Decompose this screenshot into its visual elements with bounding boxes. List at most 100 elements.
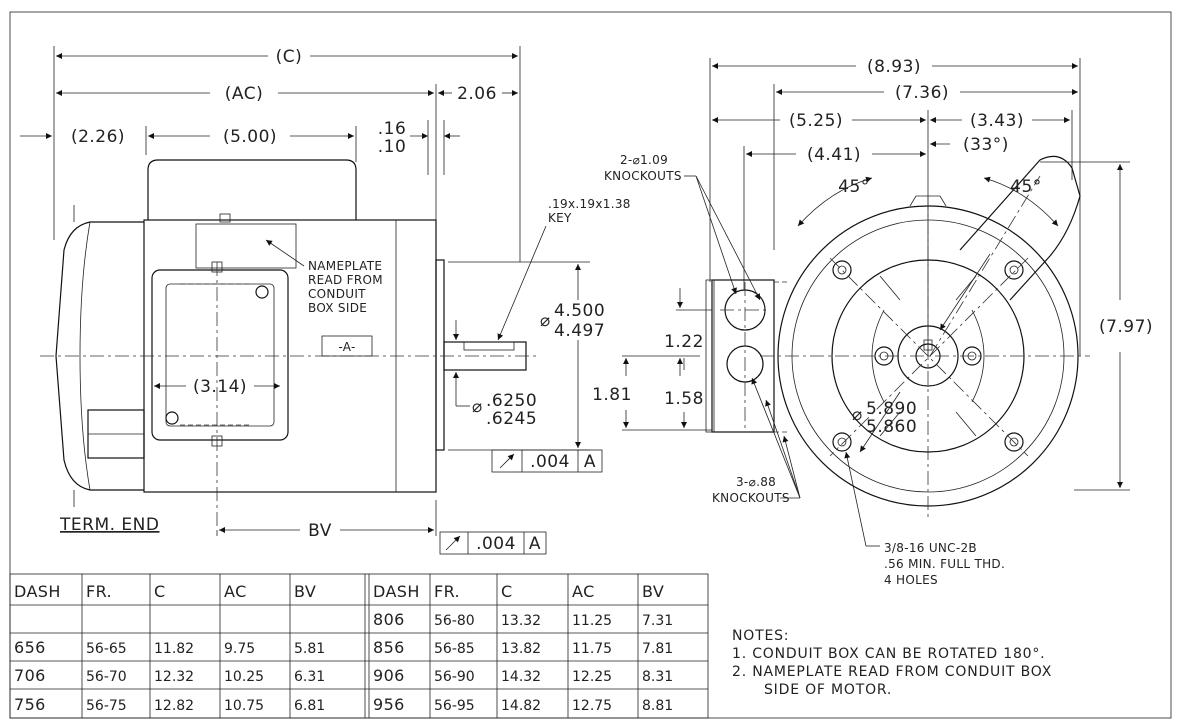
angle-45-left: 45° xyxy=(838,177,870,197)
angle-45-right: 45° xyxy=(1010,177,1042,197)
dim-10: .10 xyxy=(378,137,407,157)
table-cell: 56-70 xyxy=(86,669,127,685)
dim-bv: BV xyxy=(308,521,332,541)
fcf1-value: .004 xyxy=(530,452,570,472)
table-cell: 13.82 xyxy=(501,641,541,657)
dim-4-41: (4.41) xyxy=(807,145,861,165)
nameplate-label-1: NAMEPLATE xyxy=(308,259,382,273)
notes-title: NOTES: xyxy=(732,628,789,644)
holes-count: 4 HOLES xyxy=(884,573,938,587)
dia-0-6250: .6250 xyxy=(486,391,537,411)
dia-5-860: 5.860 xyxy=(866,417,917,437)
dim-1-58: 1.58 xyxy=(664,389,704,409)
table-header-cell: FR. xyxy=(434,582,460,601)
table-cell: 806 xyxy=(373,610,405,629)
table-cell: 11.75 xyxy=(572,641,612,657)
table-cell: 11.25 xyxy=(572,613,612,629)
key-label: KEY xyxy=(548,211,572,225)
dim-c: (C) xyxy=(276,47,303,67)
table-cell: 56-95 xyxy=(434,698,475,714)
fcf1-datum: A xyxy=(584,452,596,472)
nameplate-label-2: READ FROM xyxy=(308,273,383,287)
end-view: (8.93) (7.36) (5.25) (3.43) (4.41) (33°) xyxy=(592,57,1153,587)
holes-thread: 3/8-16 UNC-2B xyxy=(884,541,977,555)
dim-2-06: 2.06 xyxy=(457,84,497,104)
mount-holes xyxy=(832,260,1024,452)
dia-5-890: 5.890 xyxy=(866,399,917,419)
table-cell: 10.75 xyxy=(224,698,264,714)
knockouts-2-label: KNOCKOUTS xyxy=(712,491,790,505)
table-cell: 11.82 xyxy=(154,641,194,657)
table-cell: 56-65 xyxy=(86,641,127,657)
table-cell: 56-75 xyxy=(86,698,127,714)
table-cell: 9.75 xyxy=(224,641,255,657)
dia-symbol-2: ⌀ xyxy=(472,397,483,417)
datum-a: -A- xyxy=(338,340,355,354)
table-cell: 14.32 xyxy=(501,669,541,685)
dia-0-6245: .6245 xyxy=(486,409,537,429)
nameplate-label-3: CONDUIT xyxy=(308,287,366,301)
table-header-cell: DASH xyxy=(14,582,61,601)
fcf2-datum: A xyxy=(529,534,541,554)
knockouts-1-label: KNOCKOUTS xyxy=(604,169,682,183)
table-cell: 8.31 xyxy=(642,669,673,685)
knockouts-1-qty: 2-⌀1.09 xyxy=(620,153,668,167)
table-cell: 7.31 xyxy=(642,613,673,629)
side-view: (C) (AC) 2.06 (2.26) (5.00) .16 .10 xyxy=(20,46,631,555)
holes-depth: .56 MIN. FULL THD. xyxy=(884,557,1005,571)
table-cell: 706 xyxy=(14,666,46,685)
dim-16: .16 xyxy=(378,119,407,139)
note-1: 1. CONDUIT BOX CAN BE ROTATED 180°. xyxy=(732,646,1045,662)
angle-33: (33°) xyxy=(963,135,1009,155)
term-end-label: TERM. END xyxy=(59,515,159,535)
table-cell: 656 xyxy=(14,638,46,657)
table-cell: 12.75 xyxy=(572,698,612,714)
note-3: SIDE OF MOTOR. xyxy=(764,682,892,698)
dim-8-93: (8.93) xyxy=(867,57,921,77)
dim-2-26: (2.26) xyxy=(71,127,125,147)
table-cell: 12.25 xyxy=(572,669,612,685)
table-cell: 6.81 xyxy=(294,698,325,714)
table-cell: 56-85 xyxy=(434,641,475,657)
table-cell: 7.81 xyxy=(642,641,673,657)
dim-ac: (AC) xyxy=(225,84,263,104)
table-header-cell: BV xyxy=(294,582,316,601)
dim-1-81: 1.81 xyxy=(592,385,632,405)
dim-3-14: (3.14) xyxy=(193,377,247,397)
table-header-cell: BV xyxy=(642,582,664,601)
dia-4-497: 4.497 xyxy=(554,321,605,341)
nameplate-label-4: BOX SIDE xyxy=(308,301,367,315)
table-cell: 14.82 xyxy=(501,698,541,714)
notes-block: NOTES: 1. CONDUIT BOX CAN BE ROTATED 180… xyxy=(732,628,1052,698)
table-cell: 56-90 xyxy=(434,669,475,685)
table-header-cell: C xyxy=(154,582,166,601)
knockouts-2-qty: 3-⌀.88 xyxy=(736,475,776,489)
fcf2-value: .004 xyxy=(476,534,516,554)
dia-4-500: 4.500 xyxy=(554,301,605,321)
dim-3-43: (3.43) xyxy=(970,111,1024,131)
dia-symbol-1: ⌀ xyxy=(540,311,551,331)
note-2: 2. NAMEPLATE READ FROM CONDUIT BOX xyxy=(732,664,1052,680)
table-cell: 756 xyxy=(14,695,46,714)
dim-7-97: (7.97) xyxy=(1099,317,1153,337)
table-header-cell: C xyxy=(501,582,513,601)
table-cell: 12.82 xyxy=(154,698,194,714)
dim-5-25: (5.25) xyxy=(789,111,843,131)
table-cell: 906 xyxy=(373,666,405,685)
table-header-cell: FR. xyxy=(86,582,112,601)
table-header-cell: AC xyxy=(224,582,247,601)
table-header-cell: DASH xyxy=(373,582,420,601)
table-cell: 956 xyxy=(373,695,405,714)
dim-7-36: (7.36) xyxy=(895,83,949,103)
table-cell: 12.32 xyxy=(154,669,194,685)
table-cell: 13.32 xyxy=(501,613,541,629)
dim-5-00: (5.00) xyxy=(223,127,277,147)
table-cell: 6.31 xyxy=(294,669,325,685)
table-cell: 856 xyxy=(373,638,405,657)
table-cell: 56-80 xyxy=(434,613,475,629)
dia-symbol-3: ⌀ xyxy=(852,405,863,425)
table-cell: 8.81 xyxy=(642,698,673,714)
key-size-label: .19x.19x1.38 xyxy=(548,197,631,211)
